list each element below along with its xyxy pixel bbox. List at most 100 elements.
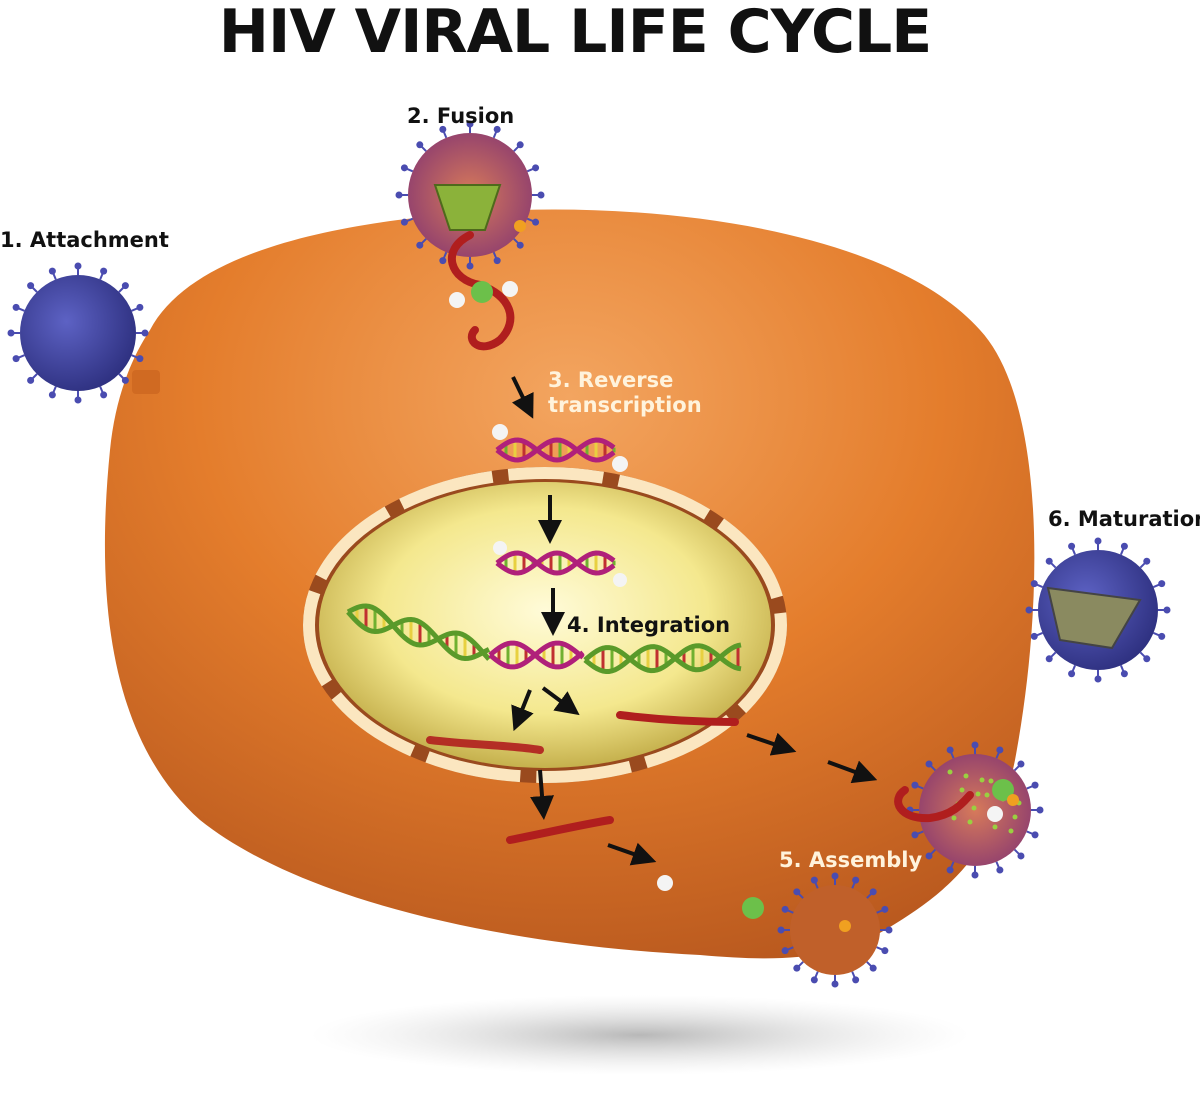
spike-protein xyxy=(121,282,129,290)
spike-protein xyxy=(48,391,56,399)
spike-protein xyxy=(1158,632,1166,640)
protein xyxy=(992,779,1014,801)
spike-protein xyxy=(1030,632,1038,640)
spike-protein xyxy=(1031,831,1039,839)
spike-protein xyxy=(869,964,877,972)
spike-protein xyxy=(1030,580,1038,588)
spike-protein xyxy=(911,781,919,789)
spike-protein xyxy=(12,355,20,363)
protein-dot xyxy=(975,791,981,797)
spike-protein xyxy=(493,257,501,265)
spike-protein xyxy=(141,329,149,337)
spike-protein xyxy=(7,329,15,337)
protein-dot xyxy=(1008,828,1014,834)
protein-dot xyxy=(947,769,953,775)
spike-protein xyxy=(416,141,424,149)
spike-protein xyxy=(100,391,108,399)
spike-protein xyxy=(971,871,979,879)
protein xyxy=(1007,794,1019,806)
spike-protein xyxy=(12,303,20,311)
viral-dna-nucleus xyxy=(495,550,616,576)
protein-dot xyxy=(1012,814,1018,820)
spike-protein xyxy=(74,262,82,270)
spike-protein xyxy=(1158,580,1166,588)
spike-protein xyxy=(416,241,424,249)
diagram-title: HIV VIRAL LIFE CYCLE xyxy=(219,0,931,67)
spike-protein xyxy=(793,888,801,896)
protein-dot xyxy=(992,824,998,830)
spike-protein xyxy=(852,876,860,884)
spike-protein xyxy=(1068,542,1076,550)
hiv-bud-small xyxy=(777,872,893,988)
spike-protein xyxy=(1031,781,1039,789)
spike-protein xyxy=(971,741,979,749)
spike-protein xyxy=(1120,670,1128,678)
protein-dot xyxy=(984,792,990,798)
spike-protein xyxy=(1045,557,1053,565)
spike-protein xyxy=(136,303,144,311)
spike-protein xyxy=(395,191,403,199)
protein-dot xyxy=(967,819,973,825)
spike-protein xyxy=(810,876,818,884)
spike-protein xyxy=(1143,557,1151,565)
spike-protein xyxy=(831,980,839,988)
spike-protein xyxy=(793,964,801,972)
spike-protein xyxy=(516,141,524,149)
spike-protein xyxy=(1094,675,1102,683)
step-assembly-label: 5. Assembly xyxy=(779,848,923,872)
spike-protein xyxy=(925,852,933,860)
spike-protein xyxy=(27,282,35,290)
protein xyxy=(987,806,1003,822)
spike-protein xyxy=(1094,537,1102,545)
spike-protein xyxy=(925,760,933,768)
step-attachment-label: 1. Attachment xyxy=(0,228,169,252)
spike-protein xyxy=(537,191,545,199)
step-integration-label: 4. Integration xyxy=(567,613,730,637)
viral-proteins xyxy=(449,220,851,932)
cd4-receptor xyxy=(132,370,160,394)
envelope xyxy=(790,885,880,975)
process-arrows xyxy=(511,376,878,866)
protein-dot xyxy=(959,787,965,793)
protein-dot xyxy=(971,805,977,811)
spike-protein xyxy=(911,831,919,839)
envelope xyxy=(20,275,136,391)
spike-protein xyxy=(466,120,474,128)
integrated-viral-dna xyxy=(488,640,585,670)
viral-rna xyxy=(426,231,974,844)
step-reverse-transcription-label-2: transcription xyxy=(548,393,702,417)
spike-protein xyxy=(1120,542,1128,550)
spike-protein xyxy=(516,241,524,249)
spike-protein xyxy=(996,746,1004,754)
step-maturation-label: 6. Maturation xyxy=(1048,507,1200,531)
spike-protein xyxy=(439,125,447,133)
spike-protein xyxy=(121,376,129,384)
viral-dna-cytoplasm xyxy=(495,437,616,463)
spike-protein xyxy=(400,218,408,226)
spike-protein xyxy=(777,926,785,934)
protein-dot xyxy=(979,777,985,783)
spike-protein xyxy=(27,376,35,384)
spike-protein xyxy=(946,866,954,874)
spike-protein xyxy=(1068,670,1076,678)
capsid-icon xyxy=(433,184,502,231)
spike-protein xyxy=(48,267,56,275)
spike-protein xyxy=(100,267,108,275)
spike-protein xyxy=(136,355,144,363)
spike-protein xyxy=(1025,606,1033,614)
spike-protein xyxy=(996,866,1004,874)
spike-protein xyxy=(1163,606,1171,614)
spike-protein xyxy=(781,905,789,913)
capsid-icon xyxy=(1046,586,1142,650)
spike-protein xyxy=(881,947,889,955)
host-dna-left xyxy=(346,603,491,662)
protein-dot xyxy=(963,773,969,779)
spike-protein xyxy=(1017,760,1025,768)
step-reverse-transcription-label: 3. Reverse xyxy=(548,368,673,392)
host-dna-right xyxy=(583,642,742,675)
step-fusion-label: 2. Fusion xyxy=(407,104,514,128)
spike-protein xyxy=(74,396,82,404)
cell-shadow xyxy=(310,995,970,1075)
spike-protein xyxy=(810,976,818,984)
